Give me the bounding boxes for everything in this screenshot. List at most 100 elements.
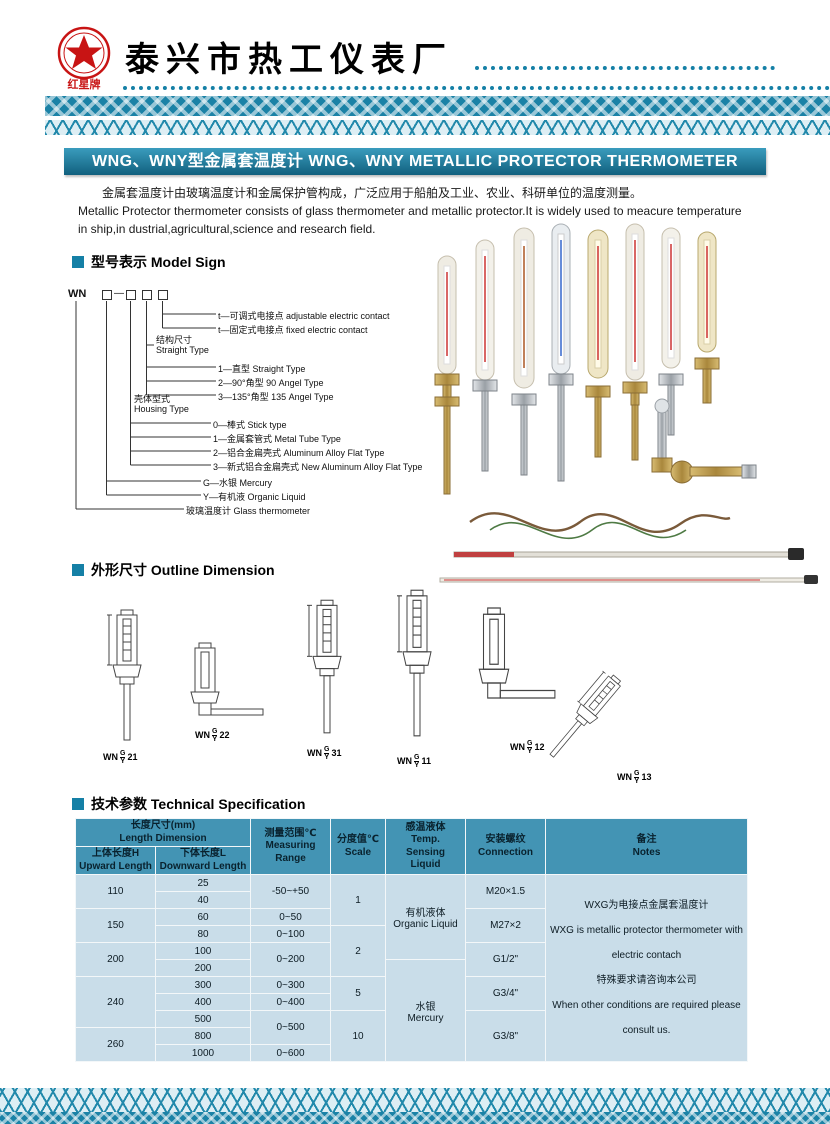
table-cell: 300 (155, 976, 251, 994)
table-cell: 200 (75, 942, 156, 977)
table-cell: 5 (330, 976, 386, 1011)
note-line: When other conditions are required pleas… (552, 1000, 741, 1011)
header-upward: 上体长度H Upward Length (75, 846, 156, 875)
model-label-metal-tube: 1—金属套管式 Metal Tube Type (213, 434, 341, 444)
table-cell: 0~200 (250, 942, 331, 977)
section-bullet-icon (72, 564, 84, 576)
model-diagram-lines (75, 301, 216, 510)
section-outline-label: 外形尺寸 Outline Dimension (91, 562, 275, 578)
table-cell: 1000 (155, 1044, 251, 1062)
logo-text: 红星牌 (68, 77, 101, 91)
model-label-straight: 1—直型 Straight Type (218, 364, 306, 374)
star-icon (65, 35, 103, 69)
section-spec: 技术参数 Technical Specification (72, 794, 305, 814)
table-cell: 40 (155, 891, 251, 909)
note-line: WXG为电接点金属套温度计 (584, 900, 709, 911)
deco-band-top (45, 96, 830, 116)
table-cell: G3/4" (465, 976, 546, 1011)
header-liquid: 感温液体 Temp. Sensing Liquid (385, 818, 466, 875)
thermometer-photo (548, 223, 574, 482)
red-star-logo: 红星牌 (57, 26, 111, 91)
header-connection: 安装螺纹 Connection (465, 818, 546, 875)
model-code-dash: — (114, 288, 124, 299)
intro-chinese: 金属套温度计由玻璃温度计和金属保护管构成，广泛应用于船舶及工业、农业、科研单位的… (102, 186, 643, 200)
table-cell: 150 (75, 908, 156, 943)
deco-band-lattice (45, 120, 830, 135)
table-cell: 500 (155, 1010, 251, 1028)
probe-photo (453, 548, 804, 560)
thermometer-photo (472, 239, 498, 472)
elbow-thermometer-photo (651, 398, 757, 484)
cable-photo-2 (489, 521, 687, 540)
thermometer-photo (658, 227, 684, 436)
table-cell: 10 (330, 1010, 386, 1062)
spec-table: 长度尺寸(mm) Length Dimension 测量范围℃ Measurin… (75, 818, 748, 1062)
table-cell: 0~600 (250, 1044, 331, 1062)
model-sign-diagram: WN — t—可调式电接点 adjustable electric contac… (68, 288, 468, 526)
model-label-adjustable-contact: t—可调式电接点 adjustable electric contact (218, 311, 390, 321)
header-scale: 分度值℃ Scale (330, 818, 386, 875)
footer-band-dark (0, 1112, 830, 1124)
intro-english: Metallic Protector thermometer consists … (78, 204, 742, 236)
section-spec-label: 技术参数 Technical Specification (91, 796, 306, 812)
table-cell: 水银 Mercury (385, 959, 466, 1062)
dotted-leader-bottom (123, 86, 830, 90)
section-bullet-icon (72, 798, 84, 810)
table-cell: 0~500 (250, 1010, 331, 1045)
note-line: 特殊要求请咨询本公司 (596, 975, 697, 986)
model-label-glass-thermometer: 玻璃温度计 Glass thermometer (186, 506, 311, 516)
header-length-group: 长度尺寸(mm) Length Dimension (75, 818, 251, 847)
long-probe-photo (439, 575, 818, 584)
thermometer-photo (585, 229, 611, 458)
table-cell: 0~100 (250, 925, 331, 943)
model-code-box (126, 290, 136, 300)
model-label-mercury: G—水银 Mercury (203, 478, 273, 488)
model-label-90-angle: 2—90°角型 90 Angel Type (218, 378, 324, 388)
section-model-sign-label: 型号表示 Model Sign (91, 254, 226, 270)
section-bullet-icon (72, 256, 84, 268)
thermometer-photo-group (434, 223, 818, 584)
table-cell: 80 (155, 925, 251, 943)
table-cell: 260 (75, 1027, 156, 1062)
model-label-organic: Y—有机液 Organic Liquid (203, 492, 306, 502)
model-code-prefix: WN (68, 288, 87, 300)
thermometer-photo (694, 231, 720, 404)
note-line: WXG is metallic protector thermometer wi… (550, 925, 743, 936)
note-line: consult us. (622, 1025, 671, 1036)
table-cell: 0~50 (250, 908, 331, 926)
model-label-135-angle: 3—135°角型 135 Angel Type (218, 392, 334, 402)
dotted-leader-top (475, 66, 775, 70)
section-outline: 外形尺寸 Outline Dimension (72, 560, 275, 580)
intro-paragraphs: 金属套温度计由玻璃温度计和金属保护管构成，广泛应用于船舶及工业、农业、科研单位的… (78, 184, 754, 238)
page-title: WNG、WNY型金属套温度计 WNG、WNY METALLIC PROTECTO… (64, 148, 766, 175)
table-cell: 25 (155, 874, 251, 892)
table-cell: 60 (155, 908, 251, 926)
note-line: electric contach (611, 950, 682, 961)
header-notes: 备注 Notes (545, 818, 748, 875)
thermometer-photo (622, 223, 648, 461)
model-label-alloy-flat: 2—铝合金扁壳式 Aluminum Alloy Flat Type (213, 448, 385, 458)
model-label-fixed-contact: t—固定式电接点 fixed electric contact (218, 325, 368, 335)
spec-table-head: 长度尺寸(mm) Length Dimension 测量范围℃ Measurin… (75, 818, 748, 875)
header-range: 测量范围℃ Measuring Range (250, 818, 331, 875)
thermometer-photo (511, 227, 537, 476)
table-cell: 0~300 (250, 976, 331, 994)
table-cell: 100 (155, 942, 251, 960)
table-cell: M27×2 (465, 908, 546, 943)
table-cell: 240 (75, 976, 156, 1028)
cable-photo (469, 512, 731, 533)
section-model-sign: 型号表示 Model Sign (72, 252, 226, 272)
